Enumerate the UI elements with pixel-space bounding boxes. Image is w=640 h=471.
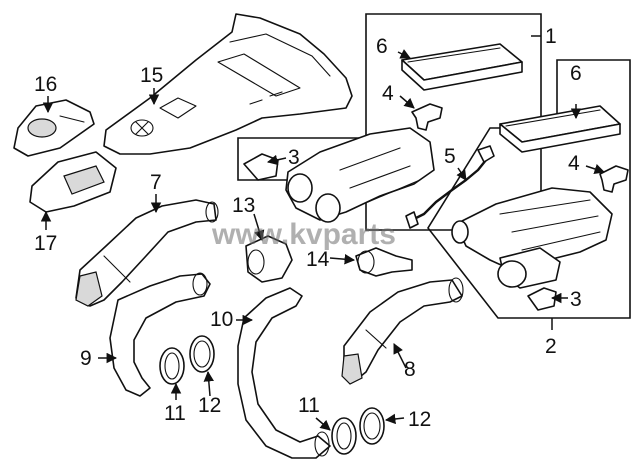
callout-8: 8 xyxy=(404,358,416,381)
callout-1: 1 xyxy=(545,25,557,48)
callout-6-right: 6 xyxy=(570,62,582,85)
callout-13: 13 xyxy=(232,194,255,217)
cover-insert-part-17 xyxy=(29,151,117,213)
callout-12-right: 12 xyxy=(408,408,431,431)
callout-10: 10 xyxy=(210,308,233,331)
air-filter-element-part-6-left xyxy=(401,43,523,91)
air-filter-housing-right xyxy=(451,187,613,289)
hose-part-5 xyxy=(405,145,495,229)
cover-bracket-part-16 xyxy=(13,99,95,157)
sensor-part-4-right xyxy=(599,165,629,193)
intake-duct-part-7 xyxy=(75,199,219,307)
engine-cover-part-15 xyxy=(103,13,353,155)
callout-11-right: 11 xyxy=(298,394,320,417)
clamp-part-12-left xyxy=(189,335,215,373)
callout-6-left: 6 xyxy=(376,35,388,58)
long-hose-part-10 xyxy=(237,287,331,459)
intake-duct-part-8 xyxy=(341,277,464,385)
callout-4-right: 4 xyxy=(568,152,580,175)
sensor-part-4-left xyxy=(411,103,443,131)
callout-11-left: 11 xyxy=(164,402,186,425)
clamp-part-12-right xyxy=(359,407,385,445)
callout-4-left: 4 xyxy=(382,82,394,105)
watermark-text: www.kvparts xyxy=(211,218,396,251)
callout-17: 17 xyxy=(34,232,57,255)
lower-duct-part-9 xyxy=(109,272,211,397)
air-filter-housing-left xyxy=(285,127,435,223)
callout-16: 16 xyxy=(34,73,57,96)
callout-9: 9 xyxy=(80,347,92,370)
leader-lines xyxy=(40,49,605,431)
callout-14: 14 xyxy=(306,248,330,271)
air-filter-element-part-6-right xyxy=(499,105,621,153)
grommet-part-3-left xyxy=(243,153,279,181)
callout-3-right: 3 xyxy=(570,288,582,311)
adapter-part-13 xyxy=(245,235,293,283)
callout-7: 7 xyxy=(150,171,162,194)
coupler-part-11-right xyxy=(331,417,357,455)
callout-12-left: 12 xyxy=(198,394,221,417)
adapter-part-14 xyxy=(355,247,413,277)
coupler-part-11-left xyxy=(159,347,185,385)
callout-3-left: 3 xyxy=(288,146,300,169)
grommet-part-3-right xyxy=(527,287,557,311)
callout-15: 15 xyxy=(140,64,163,87)
callout-2: 2 xyxy=(545,335,557,358)
callout-5: 5 xyxy=(444,145,456,168)
